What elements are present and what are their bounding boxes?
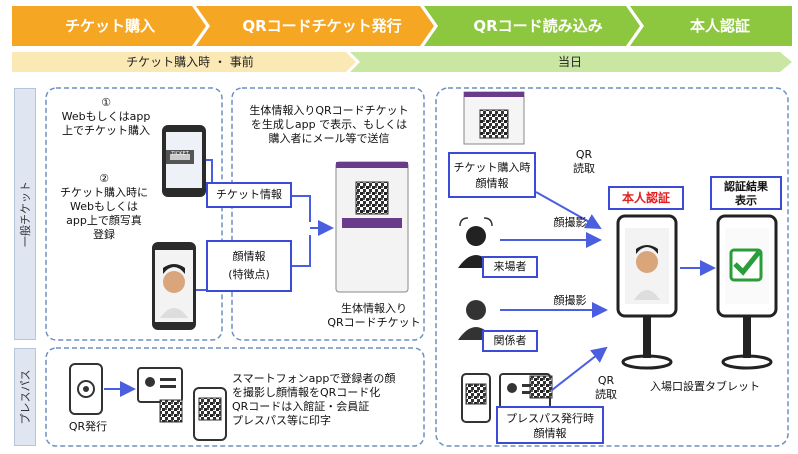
qr-desc-line2: を生成しapp で表示、もしくは [250,118,408,131]
press-face-line2: 顔情報 [533,427,567,440]
step1-line1: Webもしくはapp [61,110,151,123]
press-camera-icon [69,363,103,415]
step2-line4: 登録 [93,228,115,241]
general-mid-box [231,87,425,341]
auth-label-box: 本人認証 [608,186,684,210]
step1-text: ① Webもしくはapp 上でチケット購入 [56,96,156,138]
press-face-box: プレスパス発行時 顔情報 [496,406,604,444]
press-id-card-icon [137,367,183,423]
result-label-line2: 表示 [735,194,757,207]
step2-line1: チケット購入時に [60,186,148,199]
press-desc-line2: を撮影し顔情報をQRコード化 [232,386,381,399]
press-qr-issue-label: QR発行 [68,420,108,433]
auth-tablet [616,214,678,370]
step2-number: ② [99,172,109,185]
phone-face-icon [152,242,196,330]
press-description: スマートフォンappで登録者の顔 を撮影し顔情報をQRコード化 QRコードは入館… [232,372,420,428]
arrow-press-to-tablet [551,346,608,391]
press-qr-phone-icon [193,387,227,441]
qr-ticket-caption-2: QRコードチケット [327,316,421,329]
press-desc-line1: スマートフォンappで登録者の顔 [232,372,396,385]
qr-read-top-2: 読取 [573,162,595,175]
day-qr-phone-top [463,91,525,145]
qr-desc-line1: 生体情報入りQRコードチケット [249,104,409,117]
day-box [435,87,789,447]
ticket-info-box: チケット情報 [206,182,292,208]
visitor-label: 来場者 [482,256,538,278]
step-identity-auth: 本人認証 [689,17,750,35]
result-label-box: 認証結果 表示 [710,176,782,210]
ticket-face-line2: 顔情報 [475,177,509,190]
result-tablet [716,214,778,370]
staff-label: 関係者 [482,330,538,352]
press-box [45,347,425,447]
qr-read-bottom: QR 読取 [586,374,626,402]
qr-read-top-1: QR [575,148,593,161]
face-info-label: 顔情報 [232,250,266,263]
qr-read-bottom-2: 読取 [595,388,617,401]
step-chevron-1 [12,6,206,46]
phone-ticket-badge: TICKET [171,151,189,157]
day-press-card [499,373,553,409]
arrow-ticket-face-to-tablet [535,191,602,229]
step-chevron-3 [424,6,640,46]
phase-day: 当日 [557,55,582,69]
qr-ticket-phone [335,161,409,293]
qr-read-bottom-1: QR [597,374,615,387]
step2-line2: Webもしくは [70,200,138,213]
phone-ticket-icon [162,125,206,197]
qr-description: 生体情報入りQRコードチケット を生成しapp で表示、もしくは 購入者にメール… [236,104,422,146]
result-label-line1: 認証結果 [724,180,768,193]
row-tab-general-label: 一般チケット [19,181,32,247]
phase-bar-before [12,52,356,72]
phase-before: チケット購入時 ・ 事前 [126,55,254,69]
tablet-caption: 入場口設置タブレット [650,380,760,393]
step-qr-read: QRコード読み込み [473,17,603,35]
ticket-face-box: チケット購入時 顔情報 [448,152,536,198]
phase-bar-day [350,52,792,72]
step-chevron-4 [630,6,792,46]
ticket-face-line1: チケット購入時 [453,161,531,174]
press-face-line1: プレスパス発行時 [506,412,594,425]
arrow-to-qr-bottom [290,235,311,267]
row-tab-general: 一般チケット [14,88,36,340]
qr-read-top: QR 読取 [564,148,604,176]
step1-line2: 上でチケット購入 [62,124,150,137]
face-info-box: 顔情報 (特徴点) [206,240,292,292]
step-ticket-purchase: チケット購入 [64,17,155,35]
step2-text: ② チケット購入時に Webもしくは app上で顔写真 登録 [52,172,156,242]
arrow-to-qr-top [290,195,311,222]
general-left-box [45,87,223,341]
step1-number: ① [101,96,111,109]
row-tab-press-label: プレスパス [19,369,32,425]
press-desc-line3: QRコードは入館証・会員証 [232,400,370,413]
qr-ticket-caption-1: 生体情報入り [341,302,407,315]
day-press-phone [461,373,491,423]
face-info-sub: (特徴点) [228,268,270,281]
step-qr-issue: QRコードチケット発行 [242,17,402,35]
step-chevron-2 [196,6,434,46]
row-tab-press: プレスパス [14,348,36,446]
qr-ticket-caption: 生体情報入り QRコードチケット [326,302,422,330]
step2-line3: app上で顔写真 [66,214,142,227]
face-capture-visitor: 顔撮影 [553,216,587,229]
press-desc-line4: プレスパス等に印字 [232,414,331,427]
qr-desc-line3: 購入者にメール等で送信 [268,132,390,145]
face-capture-staff: 顔撮影 [553,294,587,307]
